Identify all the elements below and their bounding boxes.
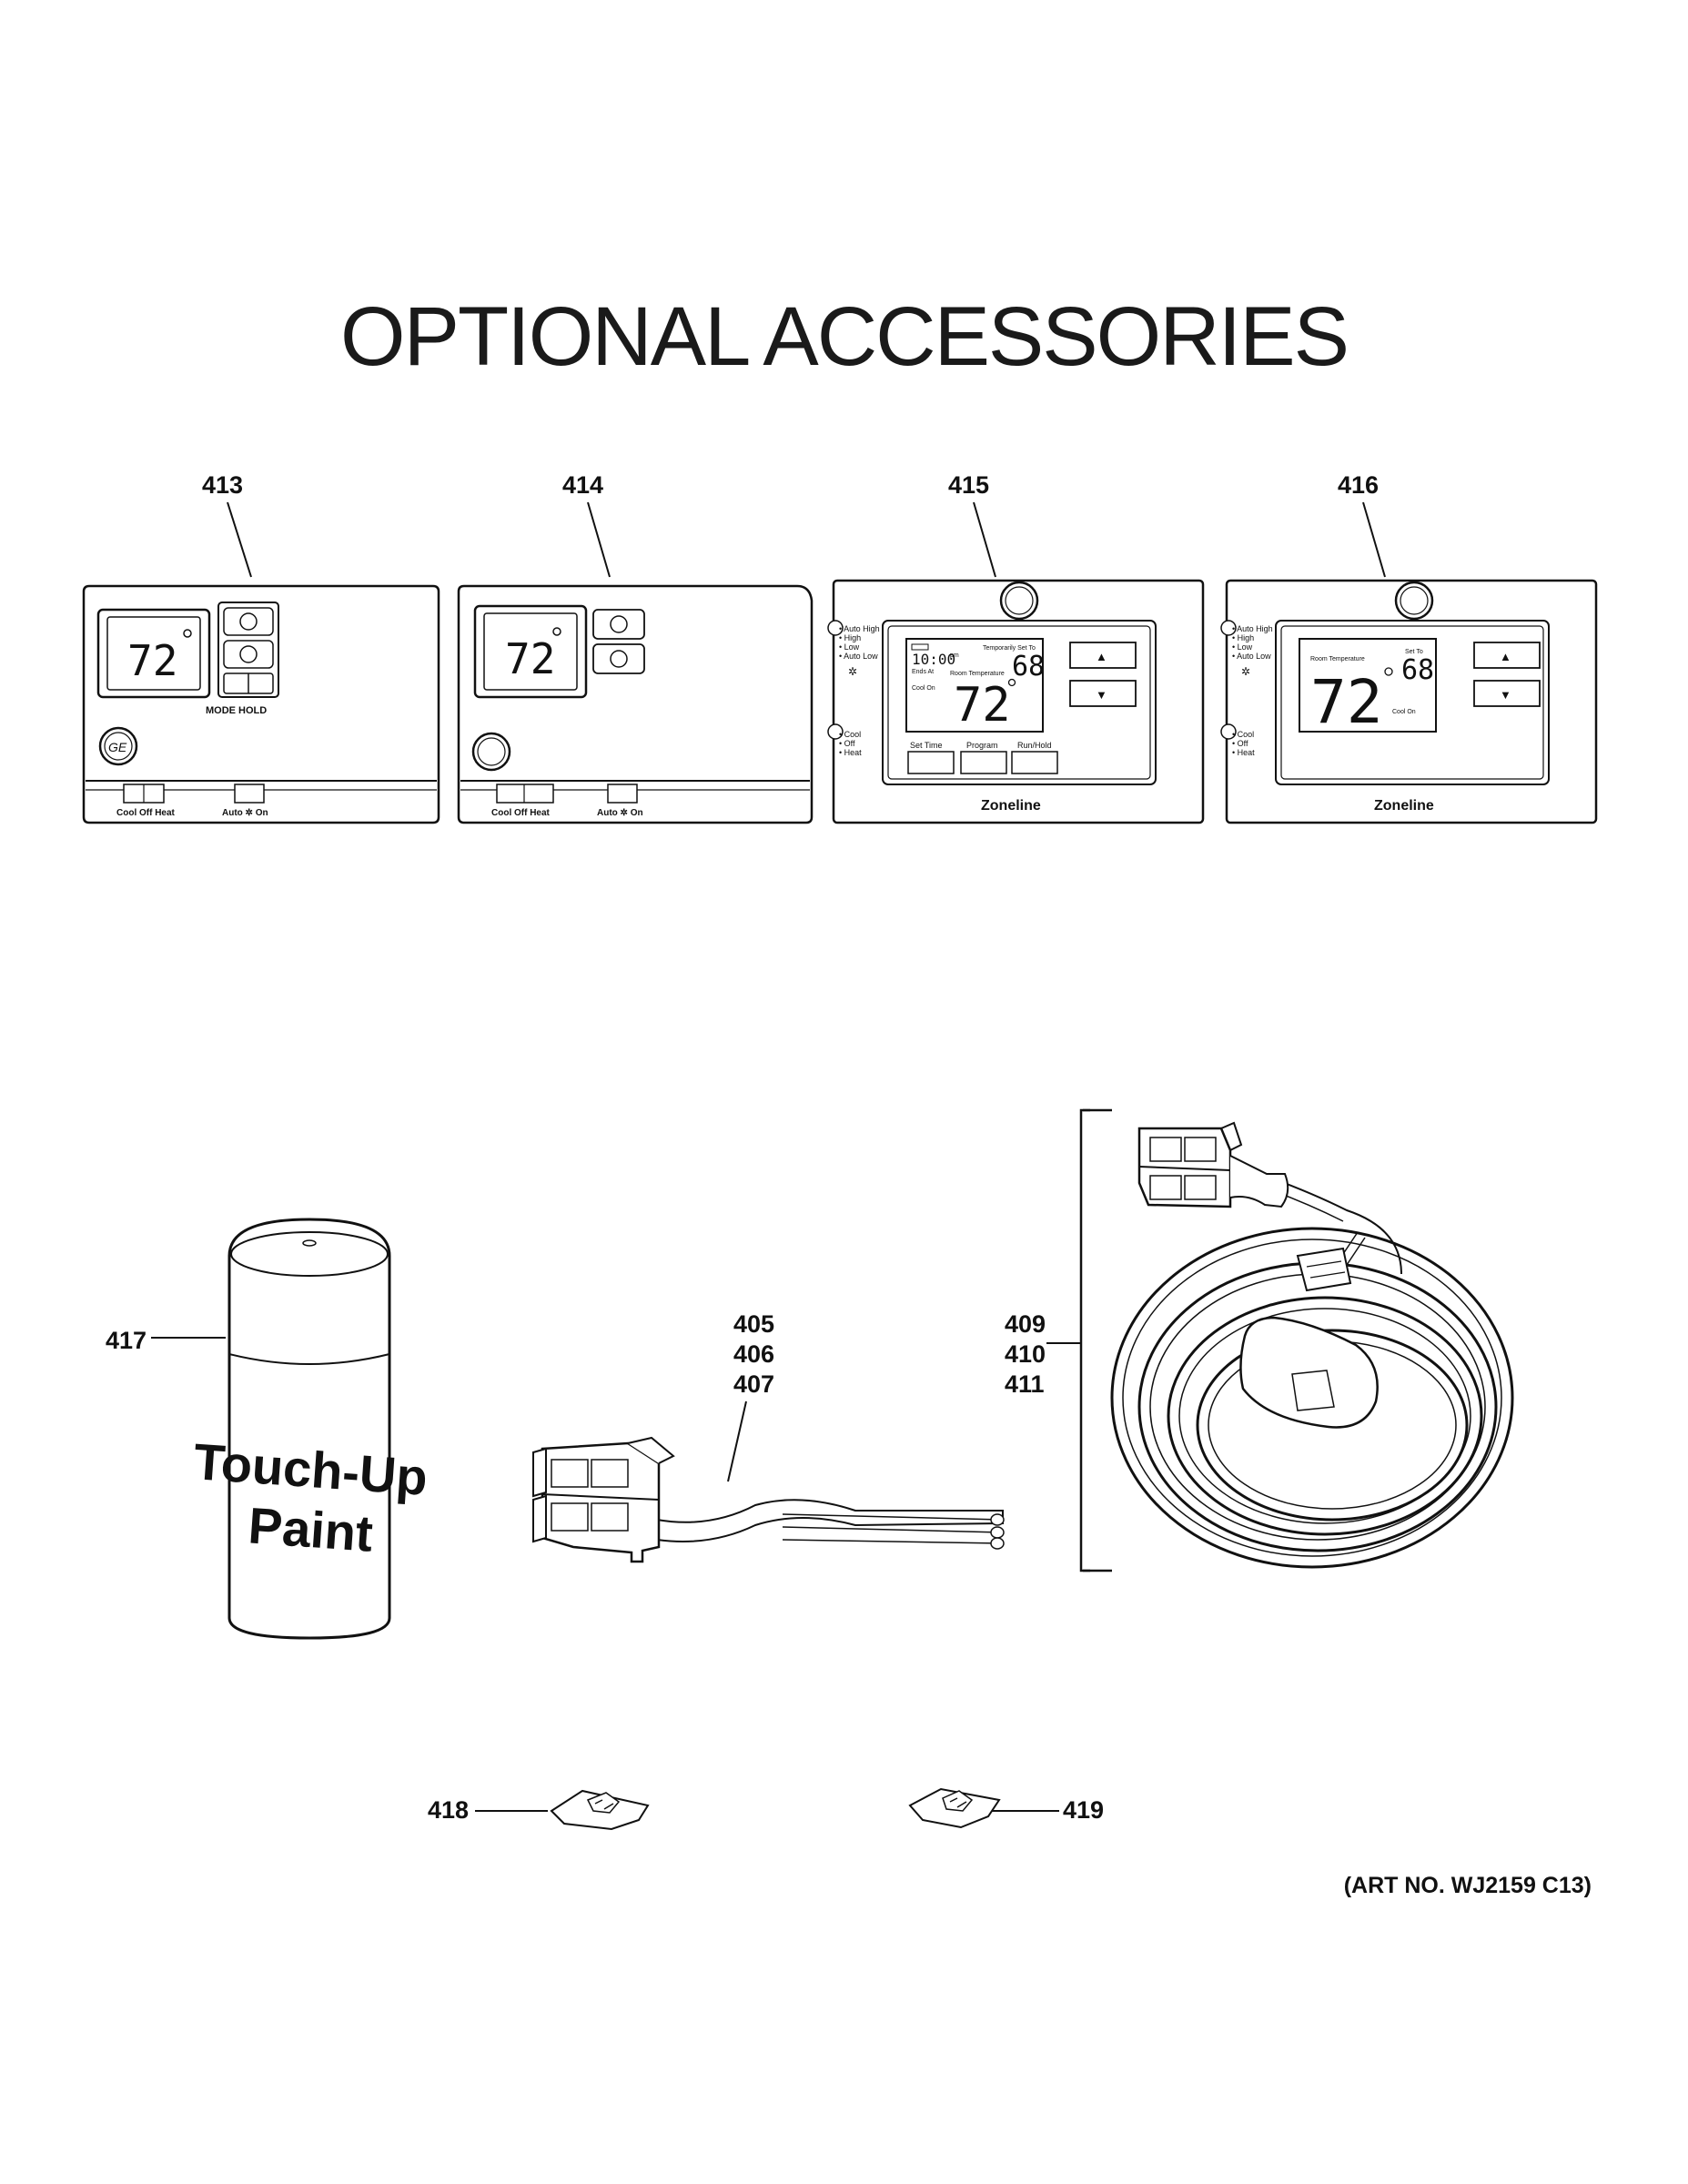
art-number: (ART NO. WJ2159 C13)	[1343, 1873, 1592, 1898]
fan-label-4: • Auto Low	[1232, 652, 1271, 661]
down-arrow-icon: ▼	[1500, 688, 1511, 702]
ge-logo-text: GE	[108, 740, 127, 754]
mode-label-2: • Off	[1232, 739, 1248, 748]
set-temp-display: 68	[1012, 651, 1045, 682]
room-temperature-label: Room Temperature	[1310, 656, 1365, 662]
room-temperature-label: Room Temperature	[950, 671, 1005, 677]
temporarily-set-to-label: Temporarily Set To	[983, 645, 1036, 652]
fan-label-1: • Auto High	[1232, 624, 1273, 633]
callout-416: 416	[1338, 471, 1380, 499]
leader-413	[227, 501, 252, 578]
up-arrow-icon: ▲	[1500, 650, 1511, 663]
fan-label-2: • High	[1232, 633, 1254, 642]
switch-label-fan-413: Auto ✲ On	[222, 808, 268, 818]
switch-label-mode-413: Cool Off Heat	[116, 808, 176, 818]
callout-407: 407	[733, 1370, 775, 1398]
display-414: 72	[505, 634, 555, 683]
room-temp-display: 72	[1310, 667, 1382, 737]
callout-419: 419	[1063, 1796, 1105, 1824]
brand-label: Zoneline	[981, 798, 1041, 814]
clip-419	[908, 1787, 1059, 1829]
thermostat-416: • Auto High • High • Low • Auto Low ✲ • …	[1220, 579, 1598, 824]
run-hold-label: Run/Hold	[1017, 741, 1052, 750]
program-label: Program	[966, 741, 998, 750]
short-wire-harness	[532, 1400, 1005, 1563]
set-time-label: Set Time	[910, 741, 943, 750]
callout-405: 405	[733, 1310, 775, 1338]
thermostat-413: 72 MODE HOLD GE Cool Off Heat Auto ✲ On	[82, 584, 440, 824]
mode-label-3: • Heat	[1232, 748, 1255, 757]
fan-icon: ✲	[848, 665, 857, 678]
leader-415	[973, 501, 996, 578]
callout-414: 414	[562, 471, 604, 499]
leader-416	[1362, 501, 1386, 578]
time-suffix: pm	[950, 652, 959, 659]
room-temp-display: 72	[954, 678, 1011, 733]
cool-on-label: Cool On	[1392, 709, 1416, 715]
cool-on-label: Cool On	[912, 685, 935, 692]
up-arrow-icon: ▲	[1096, 650, 1107, 663]
paint-label-line-2: Paint	[247, 1496, 375, 1562]
fan-icon: ✲	[1241, 665, 1250, 678]
ends-at-label: Ends At	[912, 669, 934, 675]
time-display: 10:00	[912, 651, 955, 668]
mode-label-3: • Heat	[839, 748, 862, 757]
long-coiled-harness	[1046, 1108, 1514, 1572]
callout-406: 406	[733, 1340, 775, 1368]
switch-label-mode-414: Cool Off Heat	[491, 808, 551, 818]
callout-409: 409	[1005, 1310, 1046, 1338]
callout-413: 413	[202, 471, 244, 499]
mode-hold-label: MODE HOLD	[206, 705, 267, 716]
leader-414	[587, 501, 611, 578]
callout-411: 411	[1005, 1370, 1045, 1398]
callout-417: 417	[106, 1327, 147, 1354]
down-arrow-icon: ▼	[1096, 688, 1107, 702]
mode-label-1: • Cool	[1232, 730, 1254, 739]
callout-415: 415	[948, 471, 990, 499]
callout-418: 418	[428, 1796, 470, 1824]
page-title: OPTIONAL ACCESSORIES	[340, 290, 1349, 383]
fan-label-1: • Auto High	[839, 624, 880, 633]
set-temp-display: 68	[1401, 654, 1434, 686]
set-to-label: Set To	[1405, 649, 1423, 655]
display-413: 72	[127, 636, 177, 685]
thermostat-414: 72 Cool Off Heat Auto ✲ On	[457, 584, 814, 824]
thermostat-415: • Auto High • High • Low • Auto Low ✲ • …	[827, 579, 1205, 824]
callout-410: 410	[1005, 1340, 1046, 1368]
fan-label-4: • Auto Low	[839, 652, 878, 661]
paint-label-line-1: Touch-Up	[192, 1432, 430, 1506]
mode-label-2: • Off	[839, 739, 855, 748]
mode-label-1: • Cool	[839, 730, 861, 739]
touch-up-paint-can: Touch-Up Paint	[151, 1218, 430, 1640]
switch-label-fan-414: Auto ✲ On	[597, 808, 643, 818]
clip-418	[475, 1789, 650, 1831]
fan-label-3: • Low	[839, 642, 860, 652]
fan-label-3: • Low	[1232, 642, 1253, 652]
fan-label-2: • High	[839, 633, 861, 642]
brand-label: Zoneline	[1374, 798, 1434, 814]
